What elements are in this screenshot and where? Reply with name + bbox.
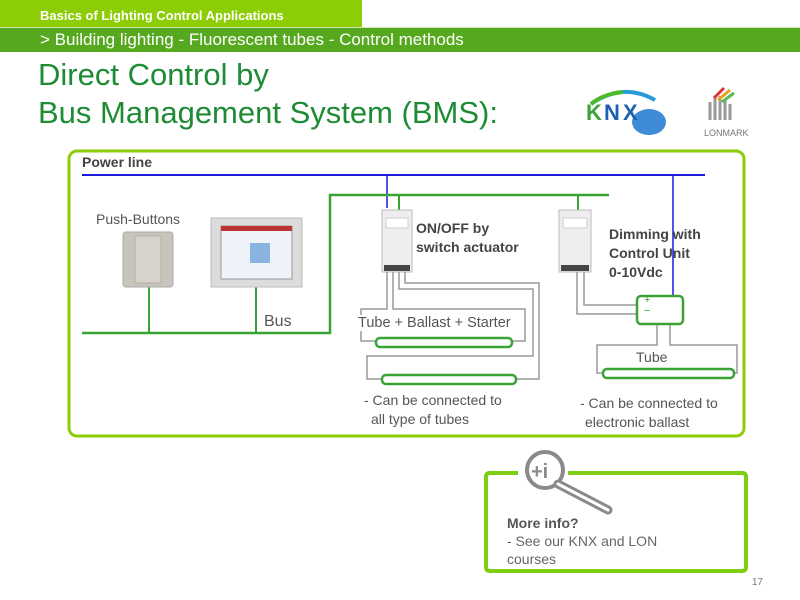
dimming-actuator: [558, 209, 592, 273]
dimming-label-line: Dimming with: [609, 226, 701, 242]
section-header: Basics of Lighting Control Applications: [0, 0, 362, 28]
tube-1: [374, 336, 514, 349]
info-heading: More info?: [507, 515, 579, 531]
note-right: - Can be connected to electronic ballast: [580, 394, 718, 432]
magnifier-info-icon: +i: [525, 450, 613, 515]
page-number: 17: [751, 577, 763, 588]
actuator-label-line: ON/OFF by: [416, 220, 490, 236]
note-line: - Can be connected to: [580, 395, 718, 411]
control-unit: [635, 294, 685, 326]
breadcrumb: > Building lighting - Fluorescent tubes …: [0, 27, 800, 52]
actuator-label-line: switch actuator: [416, 239, 519, 255]
tube-ballast-starter-label: Tube + Ballast + Starter: [358, 315, 511, 331]
touchscreen-device: [210, 217, 303, 288]
control-unit-terminals: + −: [644, 295, 650, 317]
plus-terminal: +: [644, 294, 651, 306]
minus-terminal: −: [644, 305, 651, 317]
info-line: courses: [507, 551, 557, 567]
dimming-label-line: Control Unit: [609, 245, 690, 261]
push-buttons-label: Push-Buttons: [96, 211, 181, 227]
title-line-1: Direct Control by: [38, 57, 269, 92]
tube-3: [601, 367, 736, 380]
lonmark-logo: LONMARK: [704, 86, 749, 138]
title-line-2: Bus Management System (BMS):: [38, 95, 498, 130]
note-line: - Can be connected to: [364, 392, 502, 408]
actuator-label: ON/OFF by switch actuator: [416, 219, 519, 257]
note-left: - Can be connected to all type of tubes: [364, 391, 502, 429]
tube-label: Tube: [636, 349, 668, 365]
dimming-label: Dimming with Control Unit 0-10Vdc: [609, 225, 701, 282]
svg-text:N: N: [604, 100, 620, 125]
note-line: all type of tubes: [371, 411, 470, 427]
push-button-device: [122, 231, 174, 288]
svg-text:X: X: [623, 100, 638, 125]
info-box-frame: +i: [484, 450, 748, 573]
switch-actuator: [381, 209, 413, 273]
info-line: - See our KNX and LON: [507, 533, 658, 549]
bus-line: [82, 193, 609, 335]
diagram-frame: [67, 149, 746, 438]
knx-logo: K N X: [586, 89, 666, 135]
power-line-label: Power line: [82, 154, 153, 170]
bus-label: Bus: [264, 313, 292, 330]
info-box: More info? - See our KNX and LON courses: [507, 514, 657, 568]
dimming-label-line: 0-10Vdc: [609, 264, 663, 280]
tube-2: [380, 373, 518, 386]
svg-text:+i: +i: [531, 461, 548, 483]
svg-text:K: K: [586, 100, 602, 125]
note-line: electronic ballast: [585, 414, 690, 430]
svg-text:LONMARK: LONMARK: [704, 128, 749, 138]
page-title: Direct Control by Bus Management System …: [38, 56, 498, 132]
